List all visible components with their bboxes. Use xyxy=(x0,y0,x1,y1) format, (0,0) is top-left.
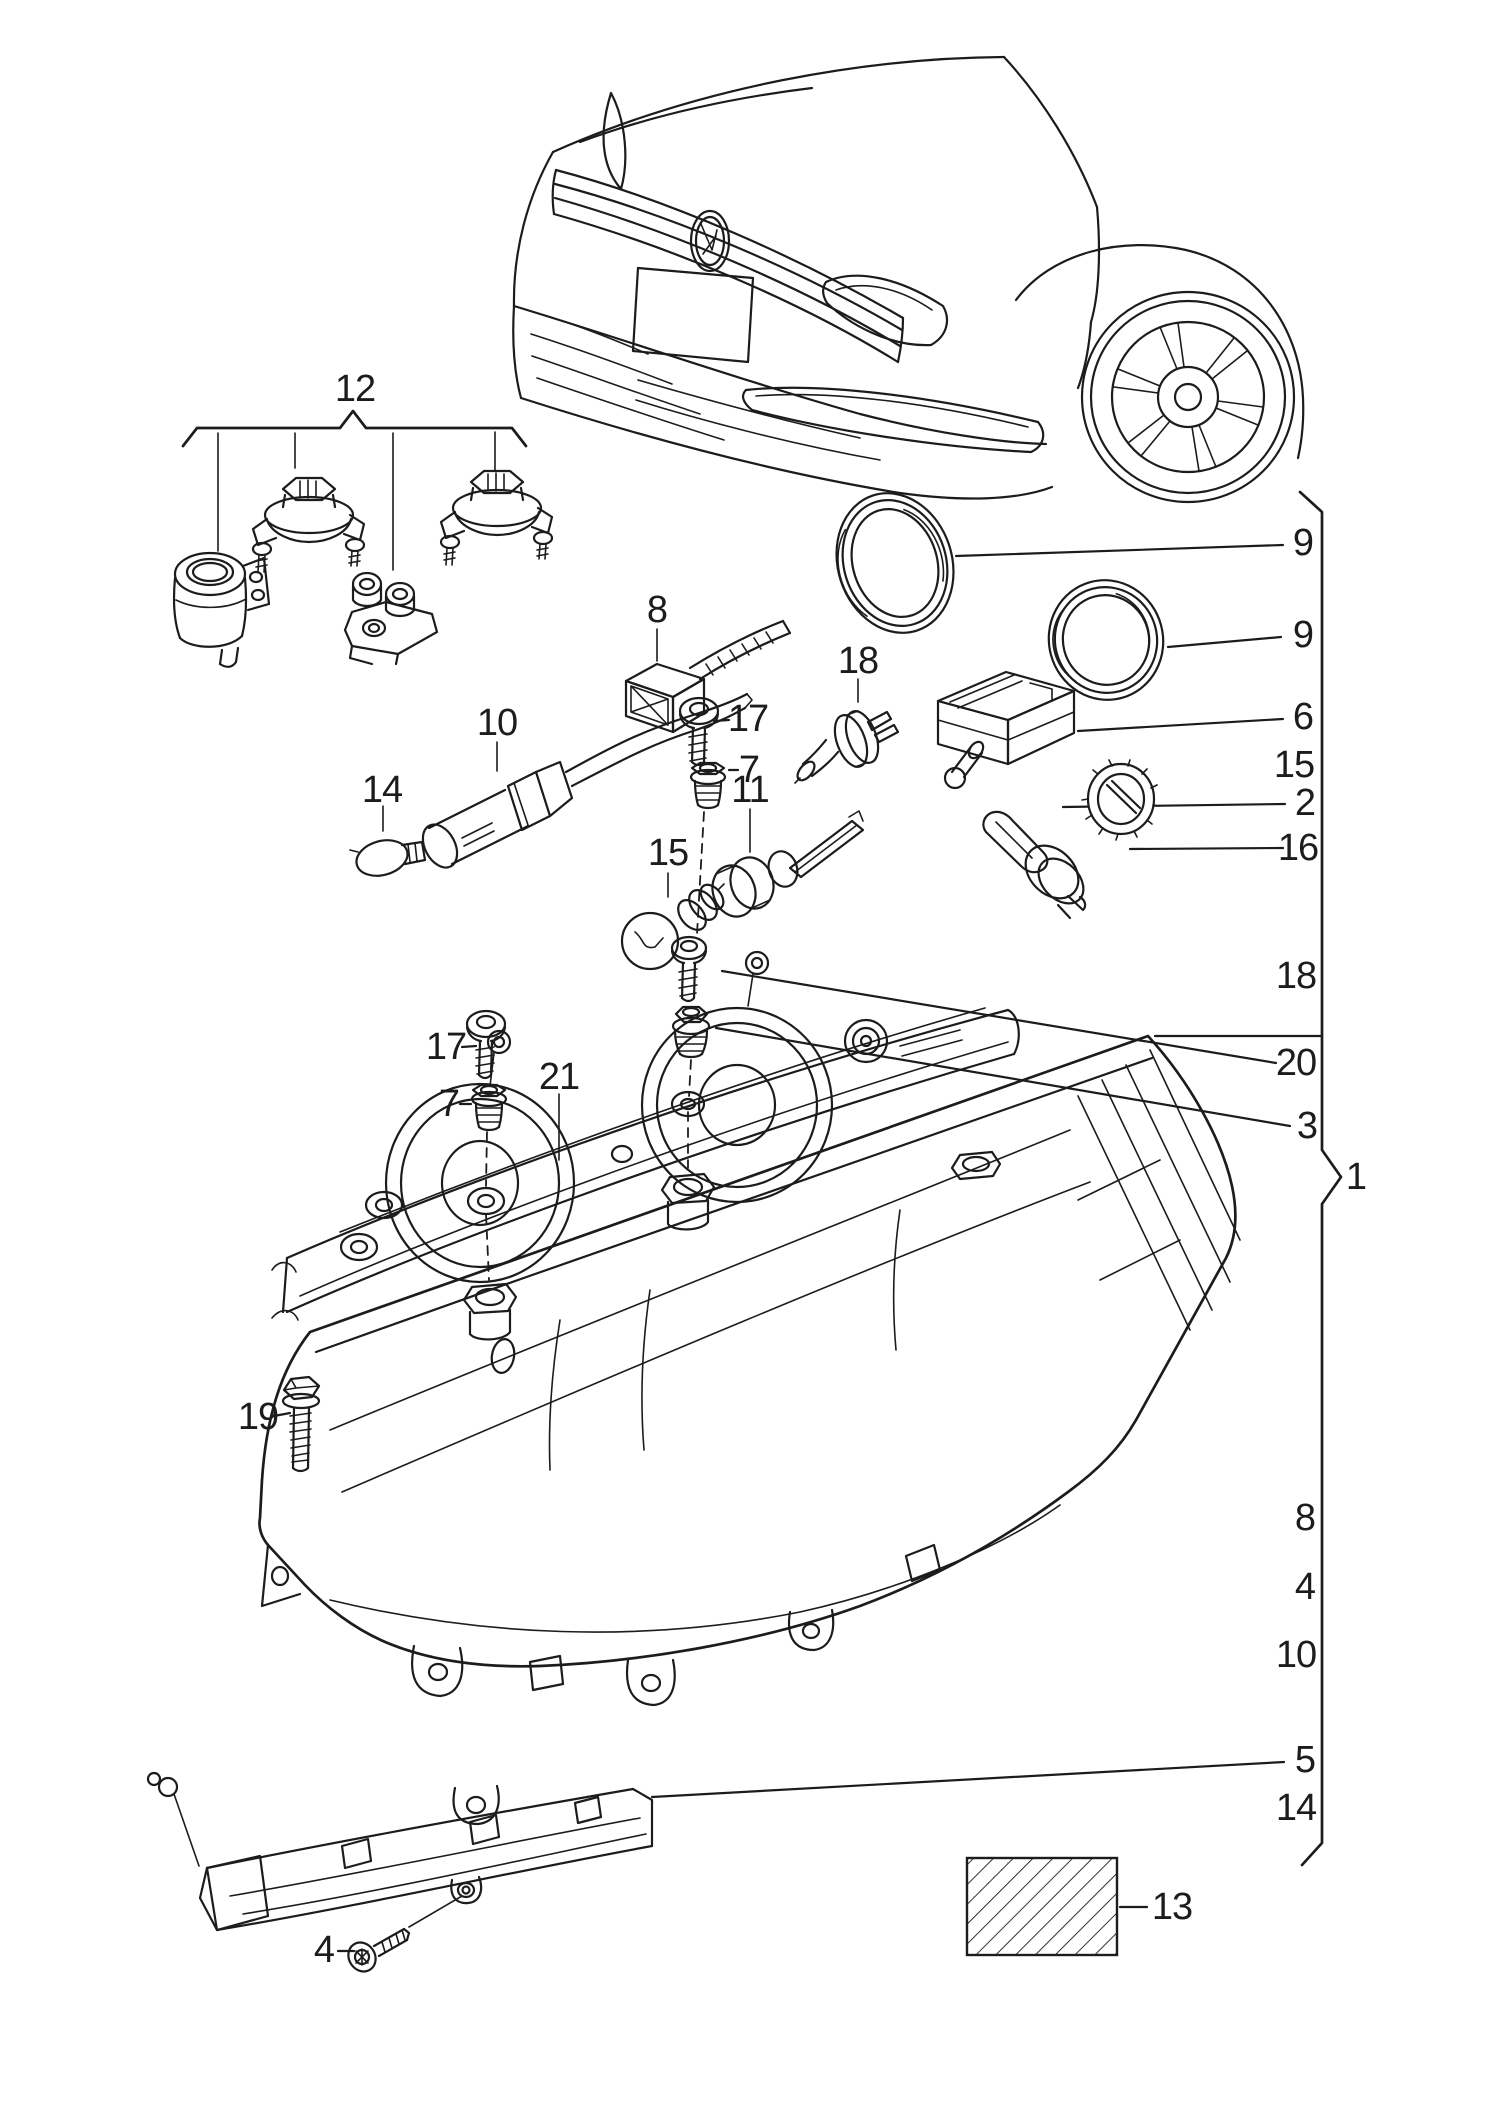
callout-15-col[interactable]: 15 xyxy=(1273,744,1315,786)
leader-5 xyxy=(650,1760,1286,1799)
front-wheel xyxy=(1014,244,1305,504)
connector-8 xyxy=(624,619,792,734)
screw-17-left xyxy=(465,1009,507,1080)
callout-1-assembly[interactable]: 1 xyxy=(1345,1156,1367,1198)
high-beam-reflector xyxy=(640,950,834,1204)
callout-12-group[interactable]: 12 xyxy=(334,368,376,410)
seal-ring-9-second xyxy=(1047,579,1165,701)
bolt-19 xyxy=(281,1375,321,1473)
callout-14-col[interactable]: 14 xyxy=(1275,1787,1317,1829)
callout-10-mid[interactable]: 10 xyxy=(476,702,518,744)
callout-7-upper[interactable]: 7 xyxy=(738,749,760,791)
callout-9-col-2[interactable]: 9 xyxy=(1292,614,1314,656)
callout-20-col[interactable]: 20 xyxy=(1275,1042,1317,1084)
license-plate xyxy=(631,266,755,364)
callout-17-left[interactable]: 17 xyxy=(425,1026,467,1068)
bulb-holder-10 xyxy=(421,692,753,869)
callout-7-left[interactable]: 7 xyxy=(438,1083,460,1125)
car-headlight-outline xyxy=(822,274,949,347)
wedge-bulb-14 xyxy=(349,839,427,877)
seal-ring-9-first xyxy=(835,492,955,634)
headlight-housing-1 xyxy=(258,950,1241,1826)
callout-8-mid[interactable]: 8 xyxy=(646,589,668,631)
callout-10-col[interactable]: 10 xyxy=(1275,1634,1317,1676)
callout-21[interactable]: 21 xyxy=(538,1056,580,1098)
callout-5-col[interactable]: 5 xyxy=(1294,1739,1316,1781)
callout-11-mid[interactable]: 11 xyxy=(731,769,769,811)
callout-15-mid[interactable]: 15 xyxy=(647,832,689,874)
leader-9-second xyxy=(1166,635,1283,649)
grommet-7-upper xyxy=(689,761,727,810)
callout-19[interactable]: 19 xyxy=(237,1396,279,1438)
callout-13[interactable]: 13 xyxy=(1151,1886,1193,1928)
leader-20 xyxy=(720,969,1278,1065)
stub-17-left xyxy=(460,1044,478,1049)
screw-4 xyxy=(347,1927,411,1973)
adjuster-group-12 xyxy=(172,409,554,668)
fog-lamp-slot xyxy=(741,386,1045,454)
leader-lines xyxy=(272,543,1324,1953)
leader-screw4 xyxy=(408,1895,463,1928)
leader-16 xyxy=(1128,846,1285,851)
callout-3-col[interactable]: 3 xyxy=(1296,1105,1318,1147)
callout-6-col[interactable]: 6 xyxy=(1292,696,1314,738)
adjuster-bracket xyxy=(343,571,439,666)
callout-2-col[interactable]: 2 xyxy=(1294,782,1316,824)
callout-4-bottom[interactable]: 4 xyxy=(313,1929,335,1971)
callout-9-col-1[interactable]: 9 xyxy=(1292,522,1314,564)
callout-17-upper[interactable]: 17 xyxy=(727,698,769,740)
vw-badge-icon xyxy=(689,209,731,273)
assembly-axis-right xyxy=(687,811,705,1169)
bulb-cap-16 xyxy=(1081,759,1160,841)
screw-20 xyxy=(670,935,708,1003)
leveling-motor-6 xyxy=(936,670,1076,790)
leader-6 xyxy=(1076,717,1285,733)
stub-19 xyxy=(272,1411,292,1418)
leader-3 xyxy=(714,1026,1292,1128)
callout-8-col[interactable]: 8 xyxy=(1294,1497,1316,1539)
support-panel-21 xyxy=(271,1007,1020,1321)
callout-18-mid[interactable]: 18 xyxy=(837,640,879,682)
grille xyxy=(551,168,905,364)
bulb-socket-11 xyxy=(711,810,865,918)
adhesive-patch-13 xyxy=(965,1856,1119,1957)
assembly-axis-left xyxy=(485,1131,490,1281)
assembly-bracket-1 xyxy=(1298,490,1343,1867)
bulb-18 xyxy=(794,710,900,784)
mounting-boss-left xyxy=(462,1282,518,1341)
leader-9-first xyxy=(954,543,1285,558)
headlamp-adjuster xyxy=(251,476,366,573)
callout-18-col[interactable]: 18 xyxy=(1275,955,1317,997)
mounting-boss-outer xyxy=(950,1150,1002,1181)
bulb-15 xyxy=(620,883,725,971)
wiper-blade xyxy=(602,91,627,191)
callout-14-mid[interactable]: 14 xyxy=(361,769,403,811)
retaining-clamp xyxy=(172,551,271,668)
grommet-7-left xyxy=(470,1083,508,1132)
trim-strip-5 xyxy=(146,1771,654,1932)
low-beam-reflector xyxy=(384,1029,576,1284)
callout-4-col[interactable]: 4 xyxy=(1294,1566,1316,1608)
car-front-sketch xyxy=(512,55,1305,504)
group-12-bracket xyxy=(181,409,528,448)
h7-bulb-2 xyxy=(982,810,1087,920)
stub-17-upper xyxy=(712,718,731,723)
callout-16-col[interactable]: 16 xyxy=(1277,827,1319,869)
